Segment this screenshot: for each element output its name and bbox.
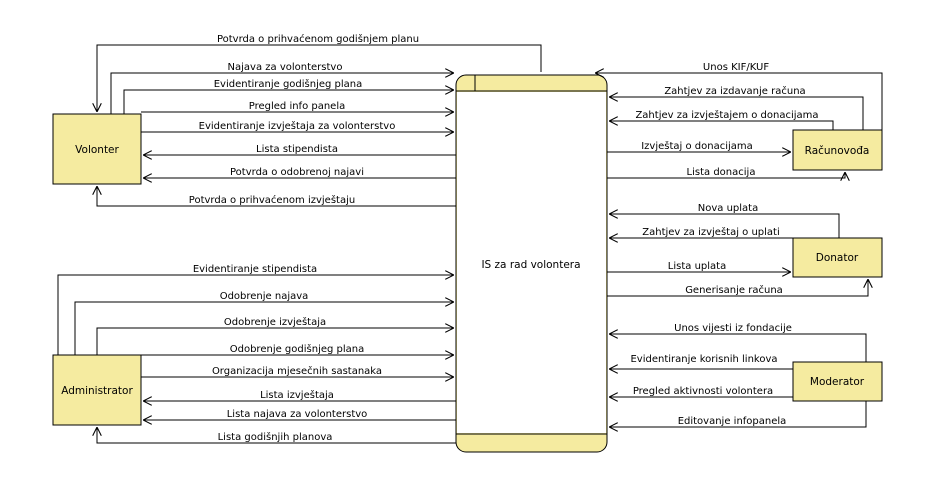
flow-label: Potvrda o odobrenoj najavi bbox=[230, 167, 364, 178]
flow-volonter-5: Evidentiranje izvještaja za volonterstvo bbox=[141, 120, 453, 132]
flow-volonter-3: Evidentiranje godišnjeg plana bbox=[123, 78, 453, 114]
flow-administrator-3: Odobrenje izvještaja bbox=[96, 316, 453, 355]
flow-moderator-3: Pregled aktivnosti volontera bbox=[610, 386, 793, 397]
flow-label: Odobrenje godišnjeg plana bbox=[230, 343, 365, 355]
flow-label: Evidentiranje stipendista bbox=[193, 264, 317, 275]
flow-administrator-4: Odobrenje godišnjeg plana bbox=[141, 343, 453, 355]
flow-label: Organizacija mjesečnih sastanaka bbox=[212, 365, 382, 377]
flow-label: Zahtjev za izvještaj o uplati bbox=[642, 226, 780, 238]
flow-label: Lista uplata bbox=[668, 261, 726, 272]
flow-administrator-8: Lista godišnjih planova bbox=[97, 428, 456, 444]
system-label: IS za rad volontera bbox=[481, 259, 580, 271]
flow-administrator-5: Organizacija mjesečnih sastanaka bbox=[141, 365, 453, 377]
flow-label: Nova uplata bbox=[698, 203, 758, 214]
flow-label: Lista izvještaja bbox=[260, 389, 334, 401]
flow-label: Pregled info panela bbox=[249, 101, 346, 112]
flow-donator-1: Nova uplata bbox=[610, 203, 840, 238]
flow-label: Generisanje računa bbox=[685, 284, 783, 296]
entity-racunovodja: Računovođa bbox=[792, 129, 883, 171]
flow-label: Unos vijesti iz fondacije bbox=[674, 323, 792, 334]
entity-administrator-label: Administrator bbox=[61, 385, 133, 397]
flow-volonter-8: Potvrda o prihvaćenom izvještaju bbox=[97, 187, 456, 207]
flow-volonter-2: Najava za volonterstvo bbox=[110, 62, 453, 114]
flow-label: Pregled aktivnosti volontera bbox=[633, 386, 773, 397]
flow-label: Editovanje infopanela bbox=[678, 416, 787, 427]
entity-moderator-label: Moderator bbox=[810, 376, 865, 388]
flow-racunovodja-5: Lista donacija bbox=[607, 167, 845, 178]
flow-label: Najava za volonterstvo bbox=[228, 62, 343, 73]
flow-donator-2: Zahtjev za izvještaj o uplati bbox=[610, 226, 793, 238]
entity-volonter-label: Volonter bbox=[75, 144, 119, 156]
flow-volonter-4: Pregled info panela bbox=[141, 101, 453, 112]
entity-racunovodja-label: Računovođa bbox=[805, 145, 870, 157]
entity-donator-label: Donator bbox=[816, 252, 859, 264]
flow-donator-3: Lista uplata bbox=[607, 261, 790, 272]
flow-moderator-4: Editovanje infopanela bbox=[610, 401, 867, 427]
entity-donator: Donator bbox=[792, 237, 883, 278]
flow-label: Zahtjev za izvještajem o donacijama bbox=[635, 109, 818, 121]
flow-donator-4: Generisanje računa bbox=[607, 280, 868, 297]
flow-label: Zahtjev za izdavanje računa bbox=[664, 85, 805, 97]
flow-administrator-2: Odobrenje najava bbox=[74, 291, 453, 355]
flow-racunovodja-4: Izvještaj o donacijama bbox=[607, 140, 790, 152]
flow-volonter-7: Potvrda o odobrenoj najavi bbox=[144, 167, 456, 178]
flow-label: Lista najava za volonterstvo bbox=[227, 409, 368, 420]
flow-label: Odobrenje najava bbox=[220, 291, 309, 302]
system-process: IS za rad volontera bbox=[455, 74, 608, 453]
flow-label: Odobrenje izvještaja bbox=[224, 316, 326, 328]
flow-label: Evidentiranje korisnih linkova bbox=[630, 354, 777, 365]
flow-label: Lista donacija bbox=[687, 167, 756, 178]
flow-label: Lista stipendista bbox=[256, 144, 338, 155]
entity-administrator: Administrator bbox=[52, 354, 142, 426]
flow-administrator-7: Lista najava za volonterstvo bbox=[144, 409, 456, 420]
flow-volonter-1: Potvrda o prihvaćenom godišnjem planu bbox=[97, 33, 542, 111]
flow-label: Unos KIF/KUF bbox=[703, 62, 769, 73]
flow-administrator-1: Evidentiranje stipendista bbox=[57, 264, 453, 355]
flow-label: Evidentiranje izvještaja za volonterstvo bbox=[199, 120, 396, 132]
flow-moderator-2: Evidentiranje korisnih linkova bbox=[610, 354, 793, 369]
flow-label: Potvrda o prihvaćenom godišnjem planu bbox=[217, 33, 419, 45]
flow-racunovodja-3: Zahtjev za izvještajem o donacijama bbox=[610, 109, 834, 130]
flow-moderator-1: Unos vijesti iz fondacije bbox=[610, 323, 867, 362]
flow-label: Evidentiranje godišnjeg plana bbox=[214, 78, 363, 90]
flow-administrator-6: Lista izvještaja bbox=[144, 389, 456, 401]
flow-racunovodja-2: Zahtjev za izdavanje računa bbox=[610, 85, 864, 130]
entity-volonter: Volonter bbox=[52, 113, 142, 185]
entity-moderator: Moderator bbox=[792, 361, 883, 402]
flow-racunovodja-1: Unos KIF/KUF bbox=[596, 62, 883, 130]
flow-label: Izvještaj o donacijama bbox=[641, 140, 753, 152]
flow-label: Potvrda o prihvaćenom izvještaju bbox=[189, 194, 355, 206]
flow-volonter-6: Lista stipendista bbox=[144, 144, 456, 155]
flow-label: Lista godišnjih planova bbox=[218, 431, 333, 443]
